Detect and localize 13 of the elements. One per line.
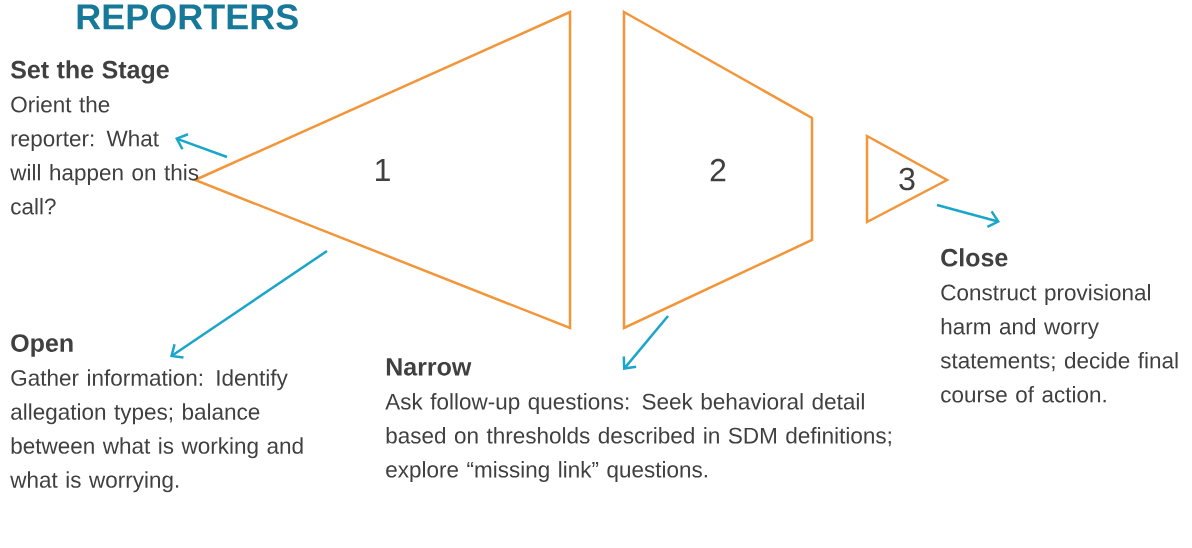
arrow bbox=[622, 315, 669, 370]
step-heading: Open bbox=[11, 334, 73, 357]
arrow bbox=[175, 133, 228, 159]
step-description: Ask follow-up questions: Seek behavioral detail based on thresholds described in SDM definitions; explore “missing link” questions. bbox=[385, 393, 891, 483]
step-heading: Set the Stage bbox=[10, 60, 169, 84]
step-description: Orient the reporter: What will happen on this call? bbox=[10, 96, 199, 215]
step-description: Construct provisional harm and worry statements; decide final course of action. bbox=[940, 284, 1178, 403]
step-heading: Close bbox=[941, 248, 1008, 267]
arrow bbox=[936, 203, 1000, 228]
arrow bbox=[170, 249, 328, 359]
title: REPORTERS bbox=[77, 4, 298, 30]
step-description: Gather information: Identify allegation types; balance between what is working and what is worrying. bbox=[10, 369, 303, 493]
step-heading: Narrow bbox=[386, 358, 472, 376]
